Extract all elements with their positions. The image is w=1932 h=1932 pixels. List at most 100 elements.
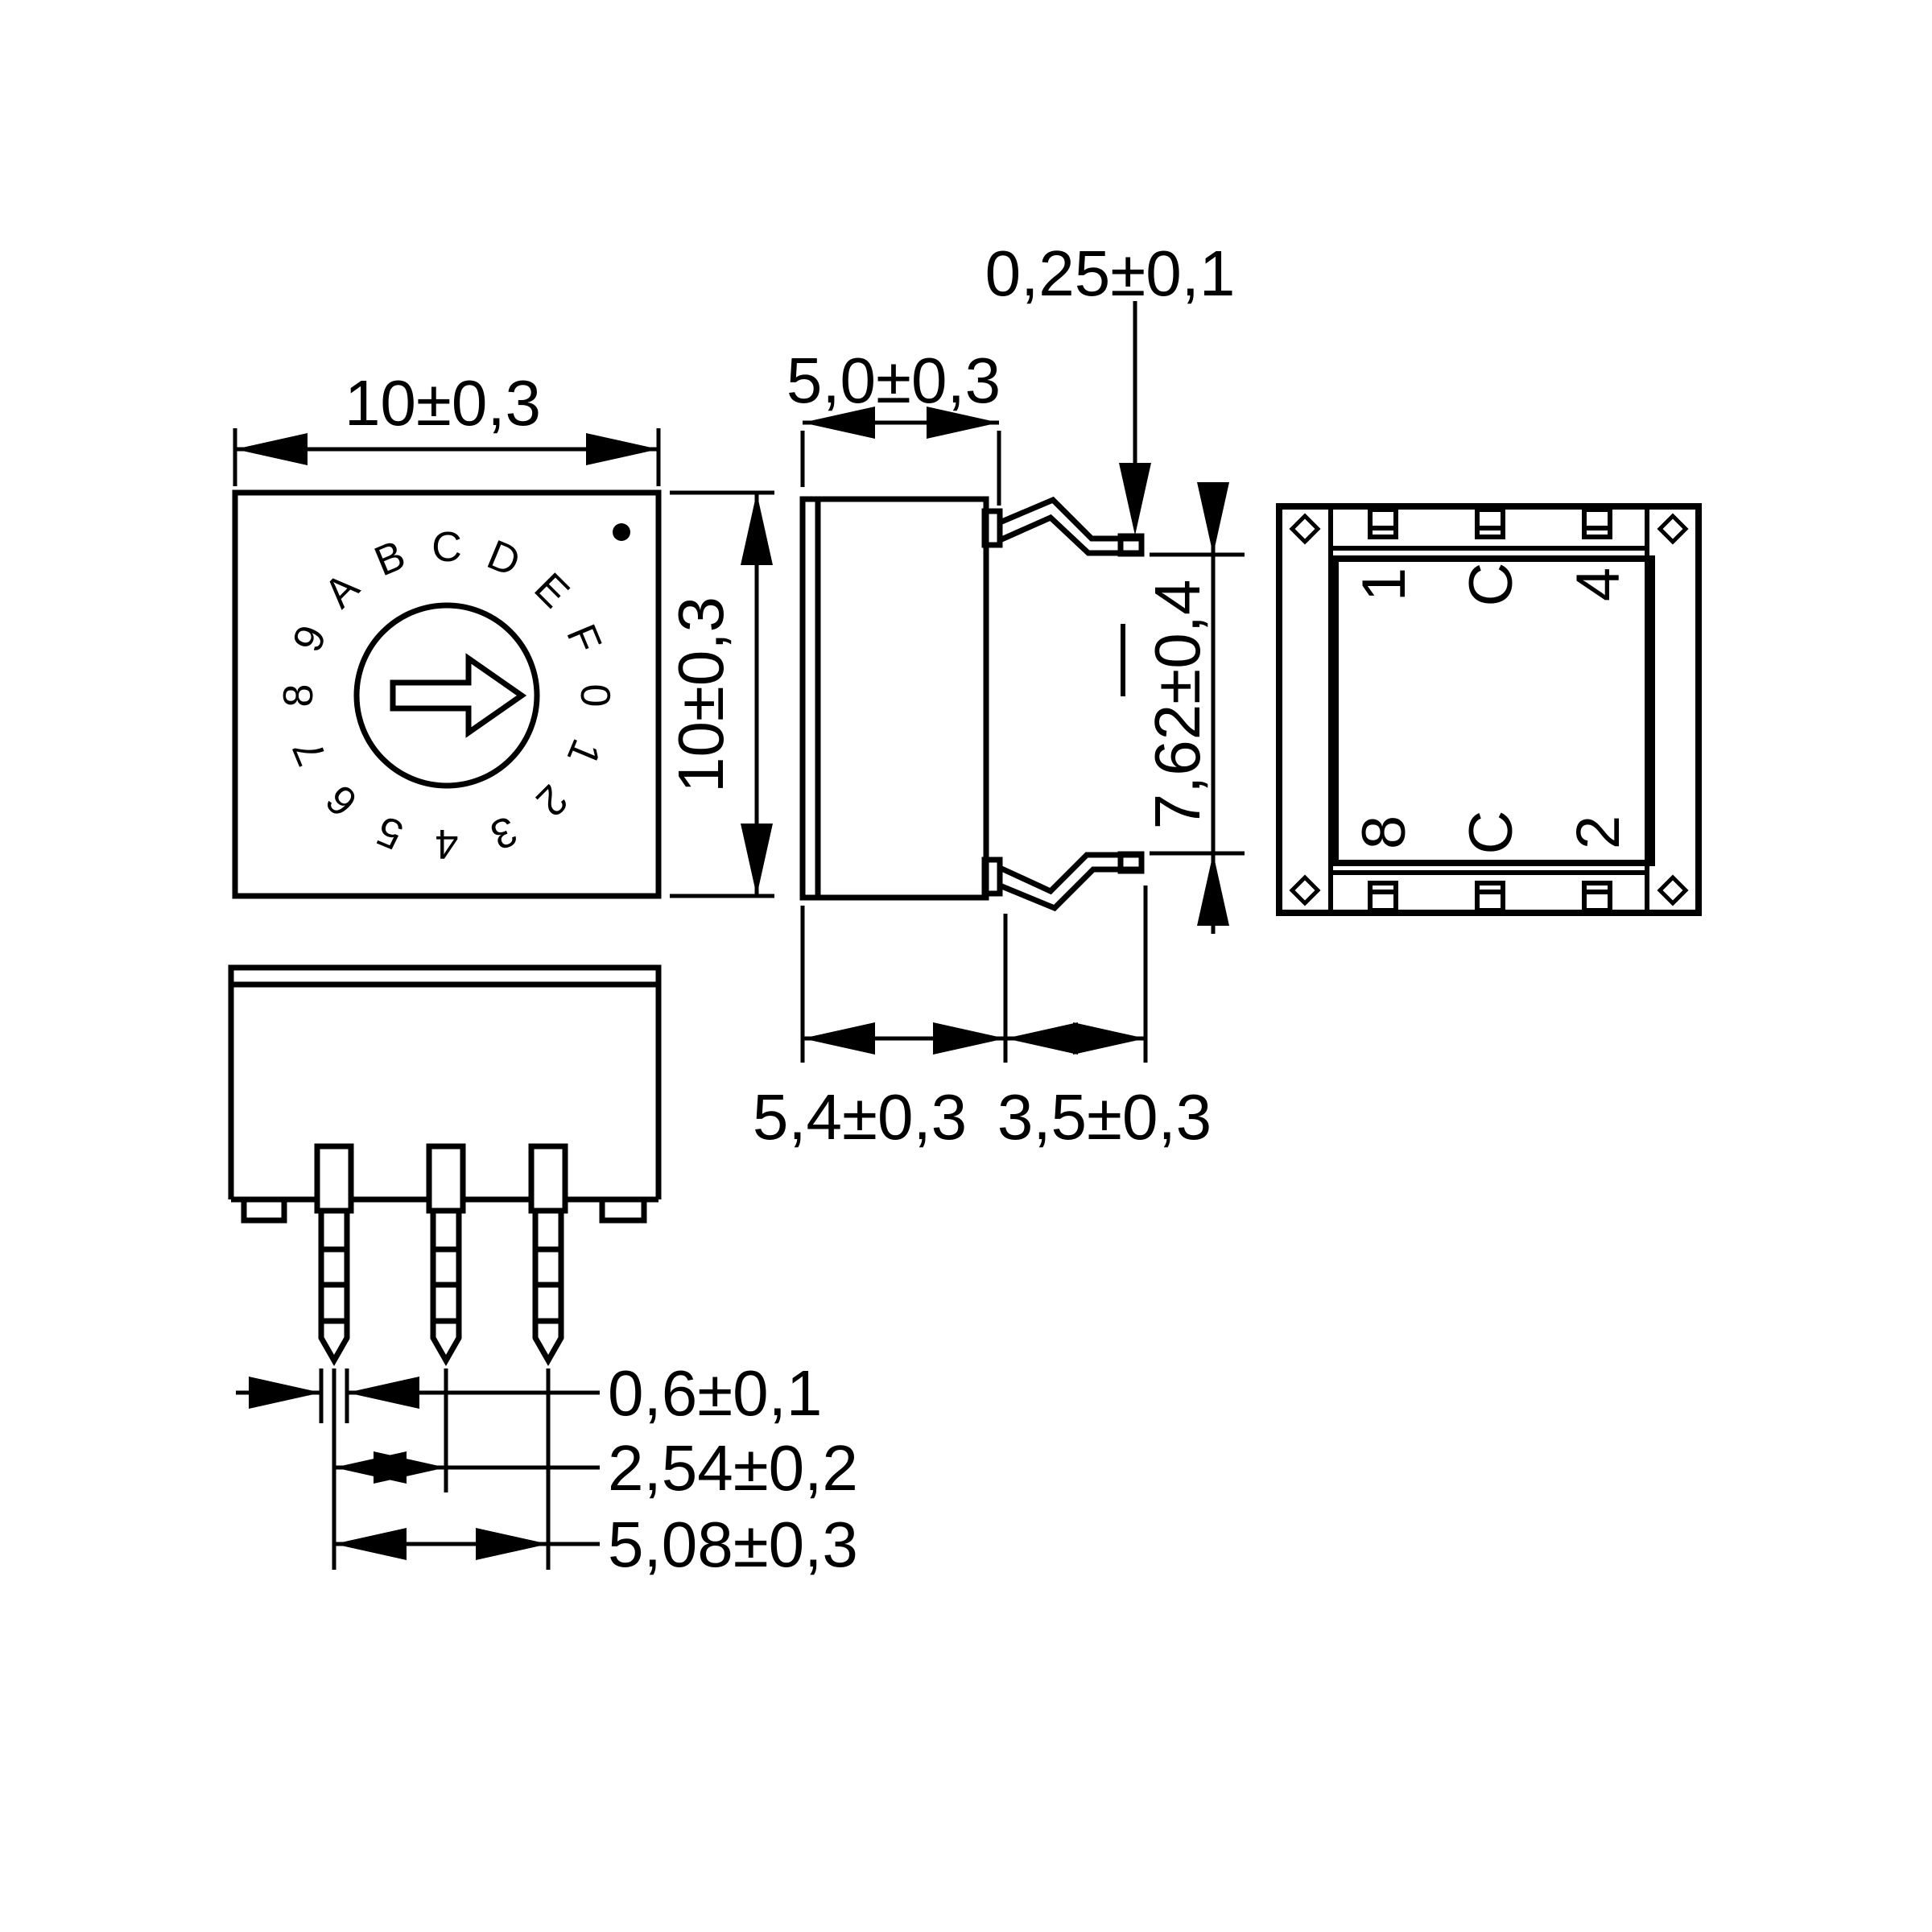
bottom-contact-clip: [981, 851, 1145, 912]
pad-labels: 1 C 4 8 C 2: [1350, 563, 1633, 855]
dim-label-contact-pitch: 7,62±0,4: [1141, 580, 1213, 830]
mounting-foot: [241, 1196, 287, 1224]
pin-segment-lines: [321, 1246, 347, 1324]
solder-pad: [1368, 881, 1398, 913]
rotary-knob-circle: [353, 602, 540, 789]
corner-diamond: [1289, 513, 1321, 545]
pin: [426, 1143, 466, 1367]
footprint-band-lines: [1331, 546, 1647, 875]
pin-pitch-dimension: 2,54±0,2: [334, 1432, 858, 1504]
clip-lower-edge: [998, 866, 1141, 912]
top-contact-clip: [981, 496, 1145, 557]
side-view: 5,0±0,3 0,25±0,1 7,62±0,4 5,4±0,3 3,5: [753, 237, 1245, 1153]
corner-diamond: [1657, 513, 1689, 545]
dial-char: E: [526, 564, 579, 617]
pin-shaft: [318, 1208, 350, 1367]
contact-thickness-dimension: 0,25±0,1: [985, 237, 1236, 535]
dial-char: D: [481, 531, 526, 586]
clip-shoulder: [981, 508, 1003, 548]
front-view: C D E F 0 1 2 3 4 5 6 7 8 9 A B 10±0,3: [232, 367, 774, 899]
dim-label-pin-span: 5,08±0,3: [608, 1509, 858, 1580]
corner-diamond: [1657, 874, 1689, 906]
arrowhead: [249, 1377, 321, 1409]
arrowhead: [927, 407, 999, 439]
pin-shoulder: [426, 1143, 466, 1214]
dial-char: 6: [317, 776, 366, 825]
solder-pad: [1475, 507, 1505, 539]
arrowhead: [803, 407, 875, 439]
bottom-solder-pads: [1368, 881, 1612, 913]
orientation-dot: [613, 523, 630, 541]
dim-label-body-depth: 5,4±0,3: [753, 1081, 967, 1153]
extension-line: [233, 428, 661, 486]
dial-char: 5: [370, 807, 410, 859]
arrowhead: [933, 1022, 1005, 1055]
side-body-outline: [799, 496, 989, 901]
pin: [314, 1143, 354, 1367]
pin-shoulder: [528, 1143, 568, 1214]
arrowhead: [741, 493, 773, 565]
mounting-foot: [599, 1196, 647, 1224]
dial-char: 2: [527, 776, 576, 825]
dial-char: 9: [284, 619, 336, 658]
pad-label: 2: [1564, 815, 1633, 849]
dial-char: 8: [275, 684, 322, 708]
solder-pad: [1582, 507, 1612, 539]
dial-char: 7: [284, 733, 336, 772]
pin-segment-lines: [535, 1246, 561, 1324]
dim-label-height: 10±0,3: [665, 597, 737, 793]
front-width-dimension: 10±0,3: [233, 367, 661, 486]
footprint-side-rails: [1328, 506, 1649, 913]
solder-pad: [1368, 507, 1398, 539]
pin-shoulder: [314, 1143, 354, 1214]
dim-label-pin-width: 0,6±0,1: [608, 1357, 822, 1429]
pin: [528, 1143, 568, 1367]
pin-span-dimension: 5,08±0,3: [334, 1509, 858, 1580]
arrowhead: [1119, 463, 1151, 535]
pin-front-view: 0,6±0,1 2,54±0,2 5,08±0,3: [228, 964, 858, 1580]
pin-segment-lines: [433, 1246, 459, 1324]
dim-label-contact-length: 3,5±0,3: [997, 1081, 1212, 1153]
footprint-inner-frame: [1332, 555, 1655, 866]
side-width-dimension: 5,0±0,3: [786, 345, 1001, 506]
dial-char: C: [431, 524, 462, 571]
solder-pad: [1582, 881, 1612, 913]
pin-edge-extension-lines: [319, 1368, 349, 1423]
arrowhead: [476, 1528, 548, 1560]
dial-char: A: [316, 564, 369, 617]
corner-diamond: [1289, 874, 1321, 906]
pin-view-body-outline: [228, 964, 662, 1199]
dim-label-side-width: 5,0±0,3: [786, 345, 1001, 416]
arrowhead: [1197, 853, 1229, 926]
arrowhead: [334, 1528, 407, 1560]
top-solder-pads: [1368, 507, 1612, 539]
dial-char: 4: [436, 820, 459, 867]
clip-lower-edge: [998, 514, 1141, 556]
arrowhead: [803, 1022, 875, 1055]
contact-pad: [1117, 851, 1145, 874]
extension-line: [1150, 552, 1245, 856]
dial-char: 1: [558, 733, 610, 772]
pad-label: C: [1457, 563, 1525, 607]
pin-shaft: [532, 1208, 564, 1367]
extension-line: [800, 431, 1001, 506]
pad-label: 4: [1564, 568, 1633, 601]
front-body-outline: [232, 489, 662, 899]
dim-label-contact-thickness: 0,25±0,1: [985, 237, 1236, 309]
contact-pad: [1117, 533, 1145, 557]
knob-arrow-icon: [390, 653, 527, 738]
arrowhead: [741, 824, 773, 896]
depth-dimensions: 5,4±0,3 3,5±0,3: [753, 886, 1212, 1153]
dim-label-width: 10±0,3: [345, 367, 541, 439]
pad-label: 8: [1350, 815, 1418, 849]
pin-width-dimension: 0,6±0,1: [236, 1357, 822, 1429]
footprint-view: 1 C 4 8 C 2: [1276, 503, 1702, 916]
dim-label-pin-pitch: 2,54±0,2: [608, 1432, 858, 1504]
clip-upper-edge: [998, 496, 1141, 542]
pin-shaft: [430, 1208, 462, 1367]
pad-label: 1: [1350, 568, 1418, 601]
arrowhead: [1073, 1022, 1146, 1055]
arrowhead: [586, 433, 658, 465]
clip-shoulder: [981, 857, 1003, 897]
